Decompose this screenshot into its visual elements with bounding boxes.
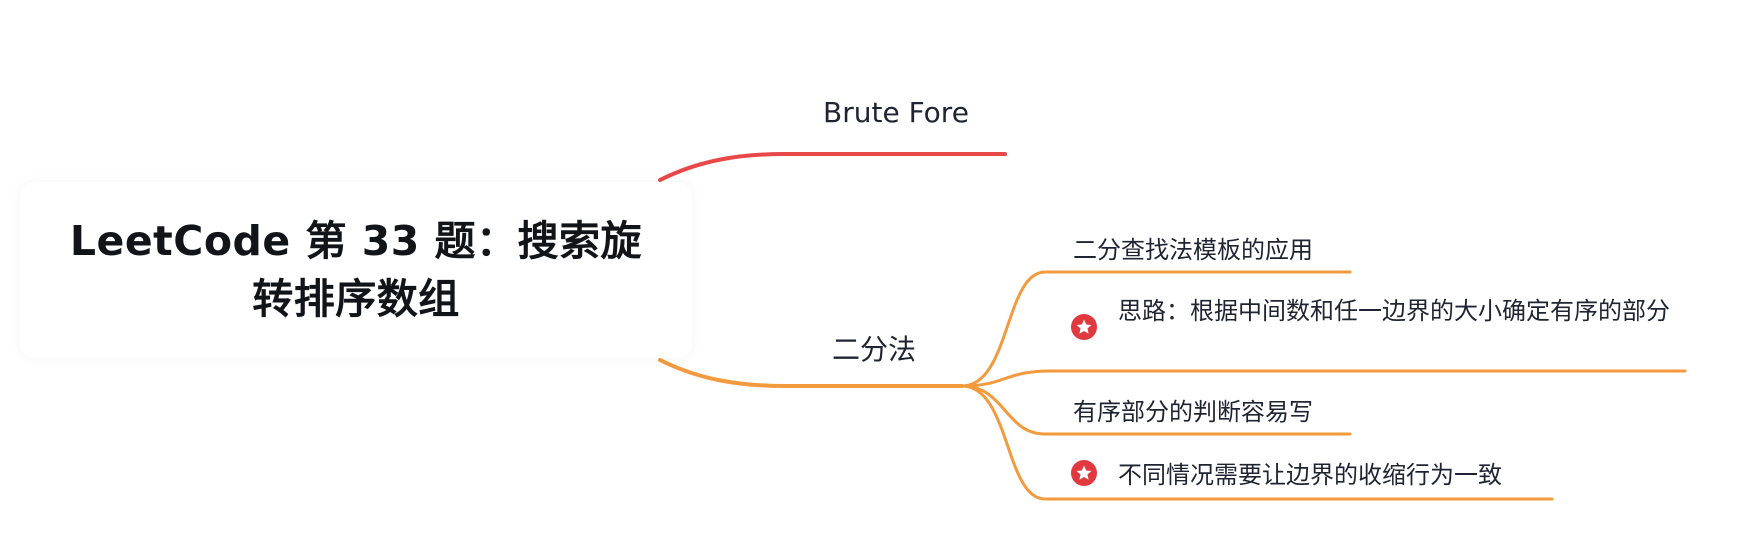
branch-brute-force-label[interactable]: Brute Fore [823,96,969,129]
branch-binary-search-label[interactable]: 二分法 [832,333,917,366]
leaf-approach-label[interactable]: 思路：根据中间数和任一边界的大小确定有序的部分 [1118,297,1670,325]
root-node[interactable]: LeetCode 第 33 题：搜索旋转排序数组 [20,182,692,358]
star-icon-glyph [1076,465,1092,480]
star-icon-glyph [1076,319,1092,334]
leaf-ordered-part-label[interactable]: 有序部分的判断容易写 [1073,398,1313,426]
root-title: LeetCode 第 33 题：搜索旋转排序数组 [69,217,643,323]
leaf-boundary-consistency-label[interactable]: 不同情况需要让边界的收缩行为一致 [1118,461,1502,489]
connector-leaf-2 [960,369,1687,388]
star-icon [1071,460,1097,486]
connector-leaf-1 [960,270,1352,388]
star-icon [1071,314,1097,340]
connector-brute-force [658,152,1007,182]
leaf-binary-template-label[interactable]: 二分查找法模板的应用 [1073,236,1313,264]
connector-binary-search [658,358,964,388]
